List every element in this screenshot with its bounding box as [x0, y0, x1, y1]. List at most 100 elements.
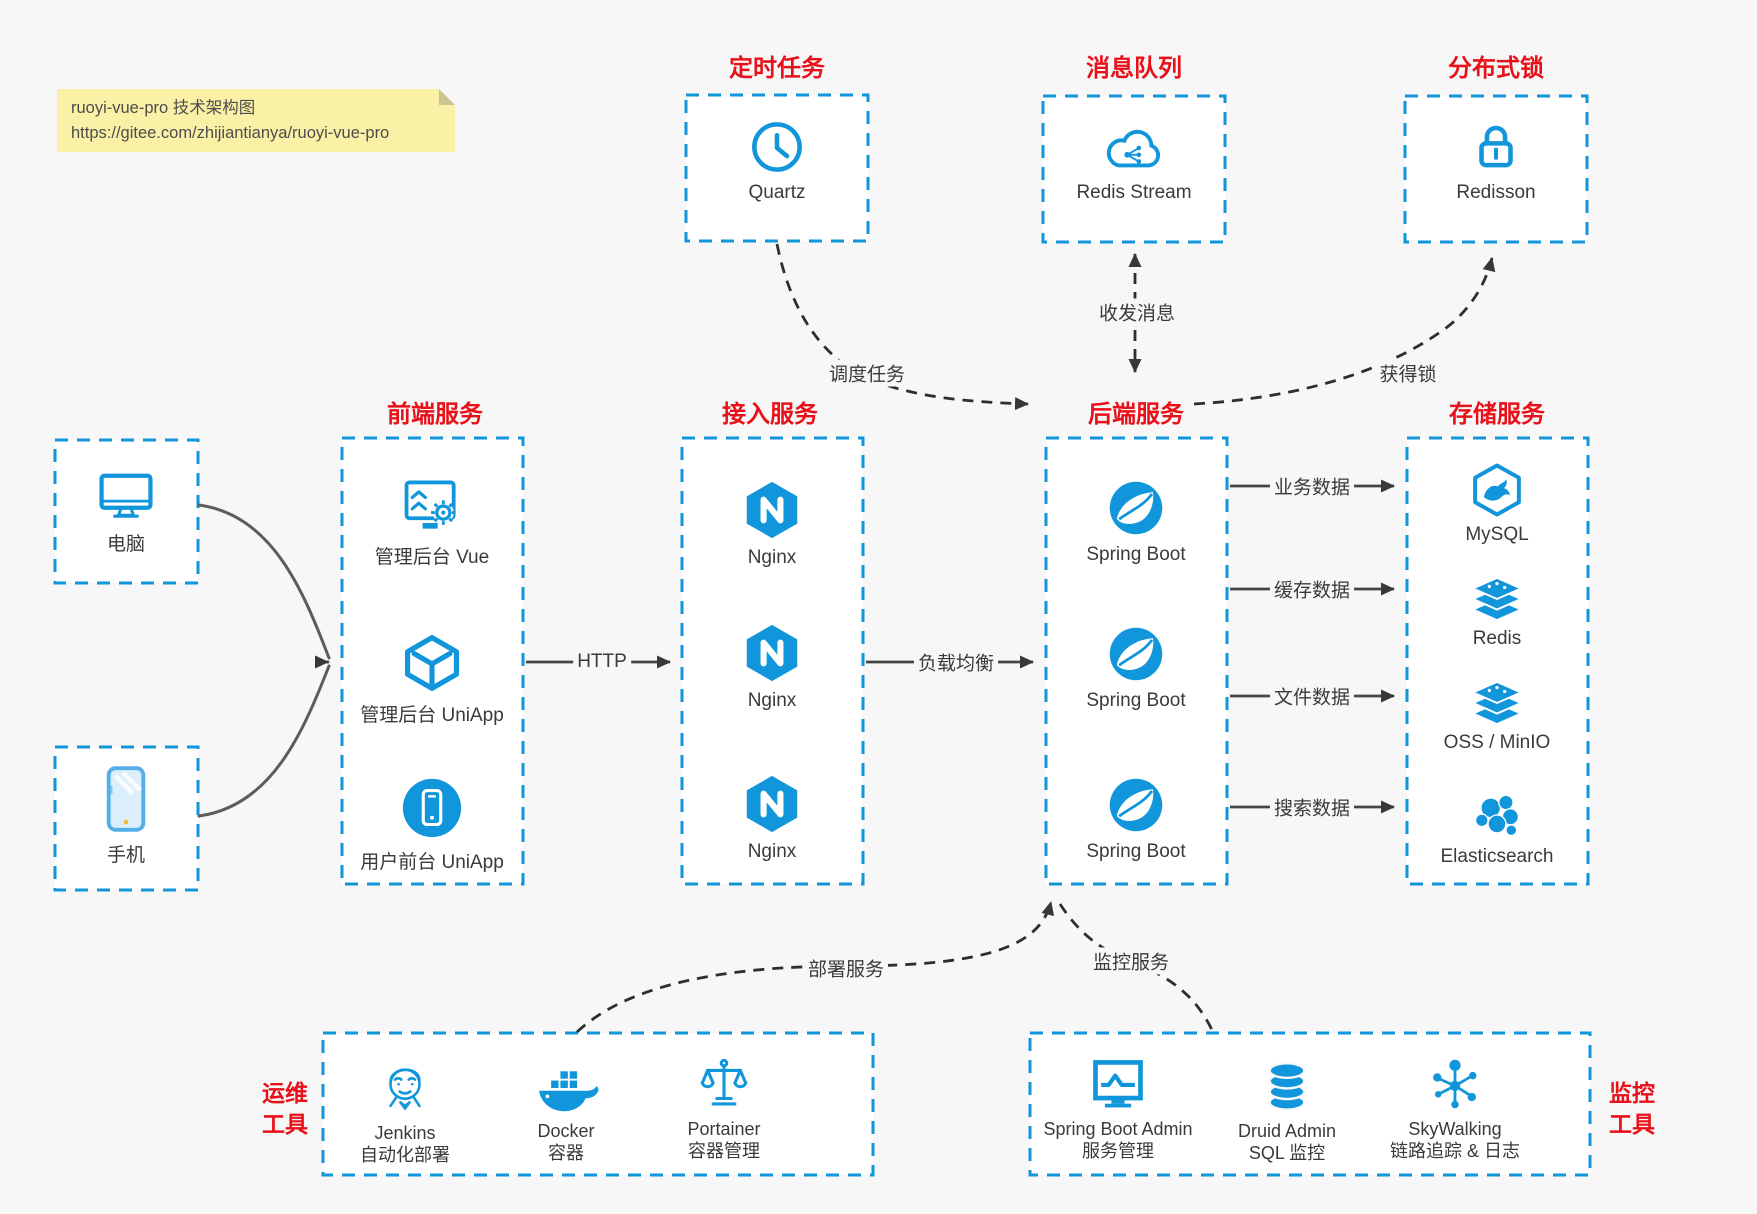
group-title-storage: 存储服务	[1449, 401, 1545, 428]
scales-icon	[695, 1056, 753, 1112]
node-oss-minio: OSS / MinIO	[1397, 680, 1597, 754]
node-label: Elasticsearch	[1440, 846, 1554, 867]
node-label: Spring Boot	[1086, 690, 1186, 711]
node-label: Spring Boot	[1086, 544, 1186, 565]
note-line-2: https://gitee.com/zhijiantianya/ruoyi-vu…	[71, 124, 390, 142]
node-label: 电脑	[106, 534, 145, 555]
spring-leaf-icon	[1106, 478, 1166, 538]
node-label: SkyWalking	[1408, 1119, 1502, 1139]
node-label: Druid Admin	[1237, 1121, 1337, 1141]
node-druid-admin: Druid Admin SQL 监控	[1187, 1058, 1387, 1164]
database-icon	[1260, 1058, 1314, 1114]
node-portainer: Portainer 容器管理	[624, 1056, 824, 1162]
edge-label-deploy: 部署服务	[803, 954, 889, 982]
group-title-message-queue: 消息队列	[1086, 55, 1182, 82]
node-label: Spring Boot	[1086, 841, 1186, 862]
deploy-service-curve	[576, 901, 1055, 1034]
pc-to-frontend-curve	[197, 503, 331, 660]
note-fold-corner	[439, 89, 455, 105]
node-label: 手机	[106, 845, 145, 866]
node-label: Docker	[537, 1121, 595, 1141]
node-pc-client: 电脑	[26, 468, 226, 556]
node-label: Quartz	[748, 182, 806, 203]
edge-label-http: HTTP	[573, 651, 631, 673]
node-label: 管理后台 UniApp	[360, 705, 504, 726]
clock-icon	[748, 118, 806, 176]
node-elasticsearch: Elasticsearch	[1397, 790, 1597, 868]
edge-label-message: 收发消息	[1094, 298, 1180, 326]
node-sublabel: SQL 监控	[1248, 1143, 1326, 1163]
desktop-icon	[95, 468, 157, 523]
group-title-distributed-lock: 分布式锁	[1448, 55, 1544, 82]
nginx-hexagon-icon	[743, 622, 801, 684]
node-jenkins: Jenkins 自动化部署	[305, 1056, 505, 1166]
lock-icon	[1467, 118, 1525, 176]
edge-label-file: 文件数据	[1269, 682, 1355, 710]
group-title-frontend: 前端服务	[387, 401, 483, 428]
edge-label-search: 搜索数据	[1269, 793, 1355, 821]
docker-whale-icon	[533, 1062, 599, 1114]
nginx-hexagon-icon	[743, 773, 801, 835]
group-title-access: 接入服务	[722, 401, 818, 428]
node-skywalking: SkyWalking 链路追踪 & 日志	[1355, 1056, 1555, 1162]
node-mysql: MySQL	[1397, 462, 1597, 546]
monitoring-label-line1: 监控	[1609, 1080, 1655, 1106]
node-label: Redisson	[1456, 182, 1536, 203]
node-label: 管理后台 Vue	[374, 547, 490, 568]
title-note: ruoyi-vue-pro 技术架构图 https://gitee.com/zh…	[57, 89, 455, 152]
node-label: 用户前台 UniApp	[360, 852, 504, 873]
monitor-chart-icon	[1088, 1056, 1148, 1112]
node-label: Redis	[1472, 628, 1522, 649]
layer-stack-icon	[1468, 576, 1526, 622]
pc-client-box	[53, 438, 200, 585]
monitoring-label-line2: 工具	[1609, 1111, 1655, 1137]
ops-tools-box	[321, 1031, 875, 1177]
node-spring-boot-2: Spring Boot	[1036, 624, 1236, 712]
node-label: Nginx	[747, 841, 797, 862]
admin-dashboard-gear-icon	[399, 476, 465, 536]
node-admin-uniapp: 管理后台 UniApp	[332, 632, 532, 727]
message-queue-box	[1041, 94, 1227, 244]
edge-label-cache: 缓存数据	[1269, 575, 1355, 603]
node-spring-boot-3: Spring Boot	[1036, 775, 1236, 863]
node-label: Redis Stream	[1076, 182, 1192, 203]
node-sublabel: 自动化部署	[360, 1145, 450, 1165]
network-nodes-icon	[1427, 1056, 1483, 1112]
node-user-uniapp: 用户前台 UniApp	[332, 775, 532, 874]
edge-label-schedule: 调度任务	[824, 359, 910, 387]
node-sublabel: 容器	[548, 1143, 584, 1163]
node-nginx-2: Nginx	[672, 622, 872, 712]
node-quartz: Quartz	[677, 118, 877, 204]
nginx-hexagon-icon	[743, 479, 801, 541]
node-label: Portainer	[687, 1119, 761, 1139]
group-title-scheduled-tasks: 定时任务	[729, 55, 825, 82]
edge-label-lock: 获得锁	[1375, 359, 1441, 387]
node-redisson: Redisson	[1396, 118, 1596, 204]
node-phone-client: 手机	[26, 764, 226, 867]
phone-to-frontend-curve	[197, 664, 331, 818]
cloud-stream-icon	[1102, 122, 1166, 176]
node-label: Nginx	[747, 547, 797, 568]
node-docker: Docker 容器	[466, 1062, 666, 1164]
mysql-dolphin-icon	[1469, 462, 1525, 518]
node-spring-boot-1: Spring Boot	[1036, 478, 1236, 566]
node-sublabel: 服务管理	[1082, 1141, 1154, 1161]
ops-label-line2: 工具	[262, 1111, 308, 1137]
note-line-1: ruoyi-vue-pro 技术架构图	[71, 99, 256, 117]
node-redis: Redis	[1397, 576, 1597, 650]
monitoring-tools-side-label: 监控 工具	[1609, 1078, 1655, 1140]
edge-label-lb: 负载均衡	[913, 648, 999, 676]
distributed-lock-box	[1403, 94, 1589, 244]
edge-label-monitor: 监控服务	[1088, 947, 1174, 975]
node-nginx-1: Nginx	[672, 479, 872, 569]
ops-tools-side-label: 运维 工具	[262, 1078, 308, 1140]
circle-phone-icon	[399, 775, 465, 841]
node-sublabel: 链路追踪 & 日志	[1389, 1141, 1520, 1161]
layer-stack-icon	[1468, 680, 1526, 726]
node-redis-stream: Redis Stream	[1034, 122, 1234, 204]
node-nginx-3: Nginx	[672, 773, 872, 863]
node-admin-vue: 管理后台 Vue	[332, 476, 532, 569]
node-label: Spring Boot Admin	[1043, 1119, 1193, 1139]
node-label: Nginx	[747, 690, 797, 711]
